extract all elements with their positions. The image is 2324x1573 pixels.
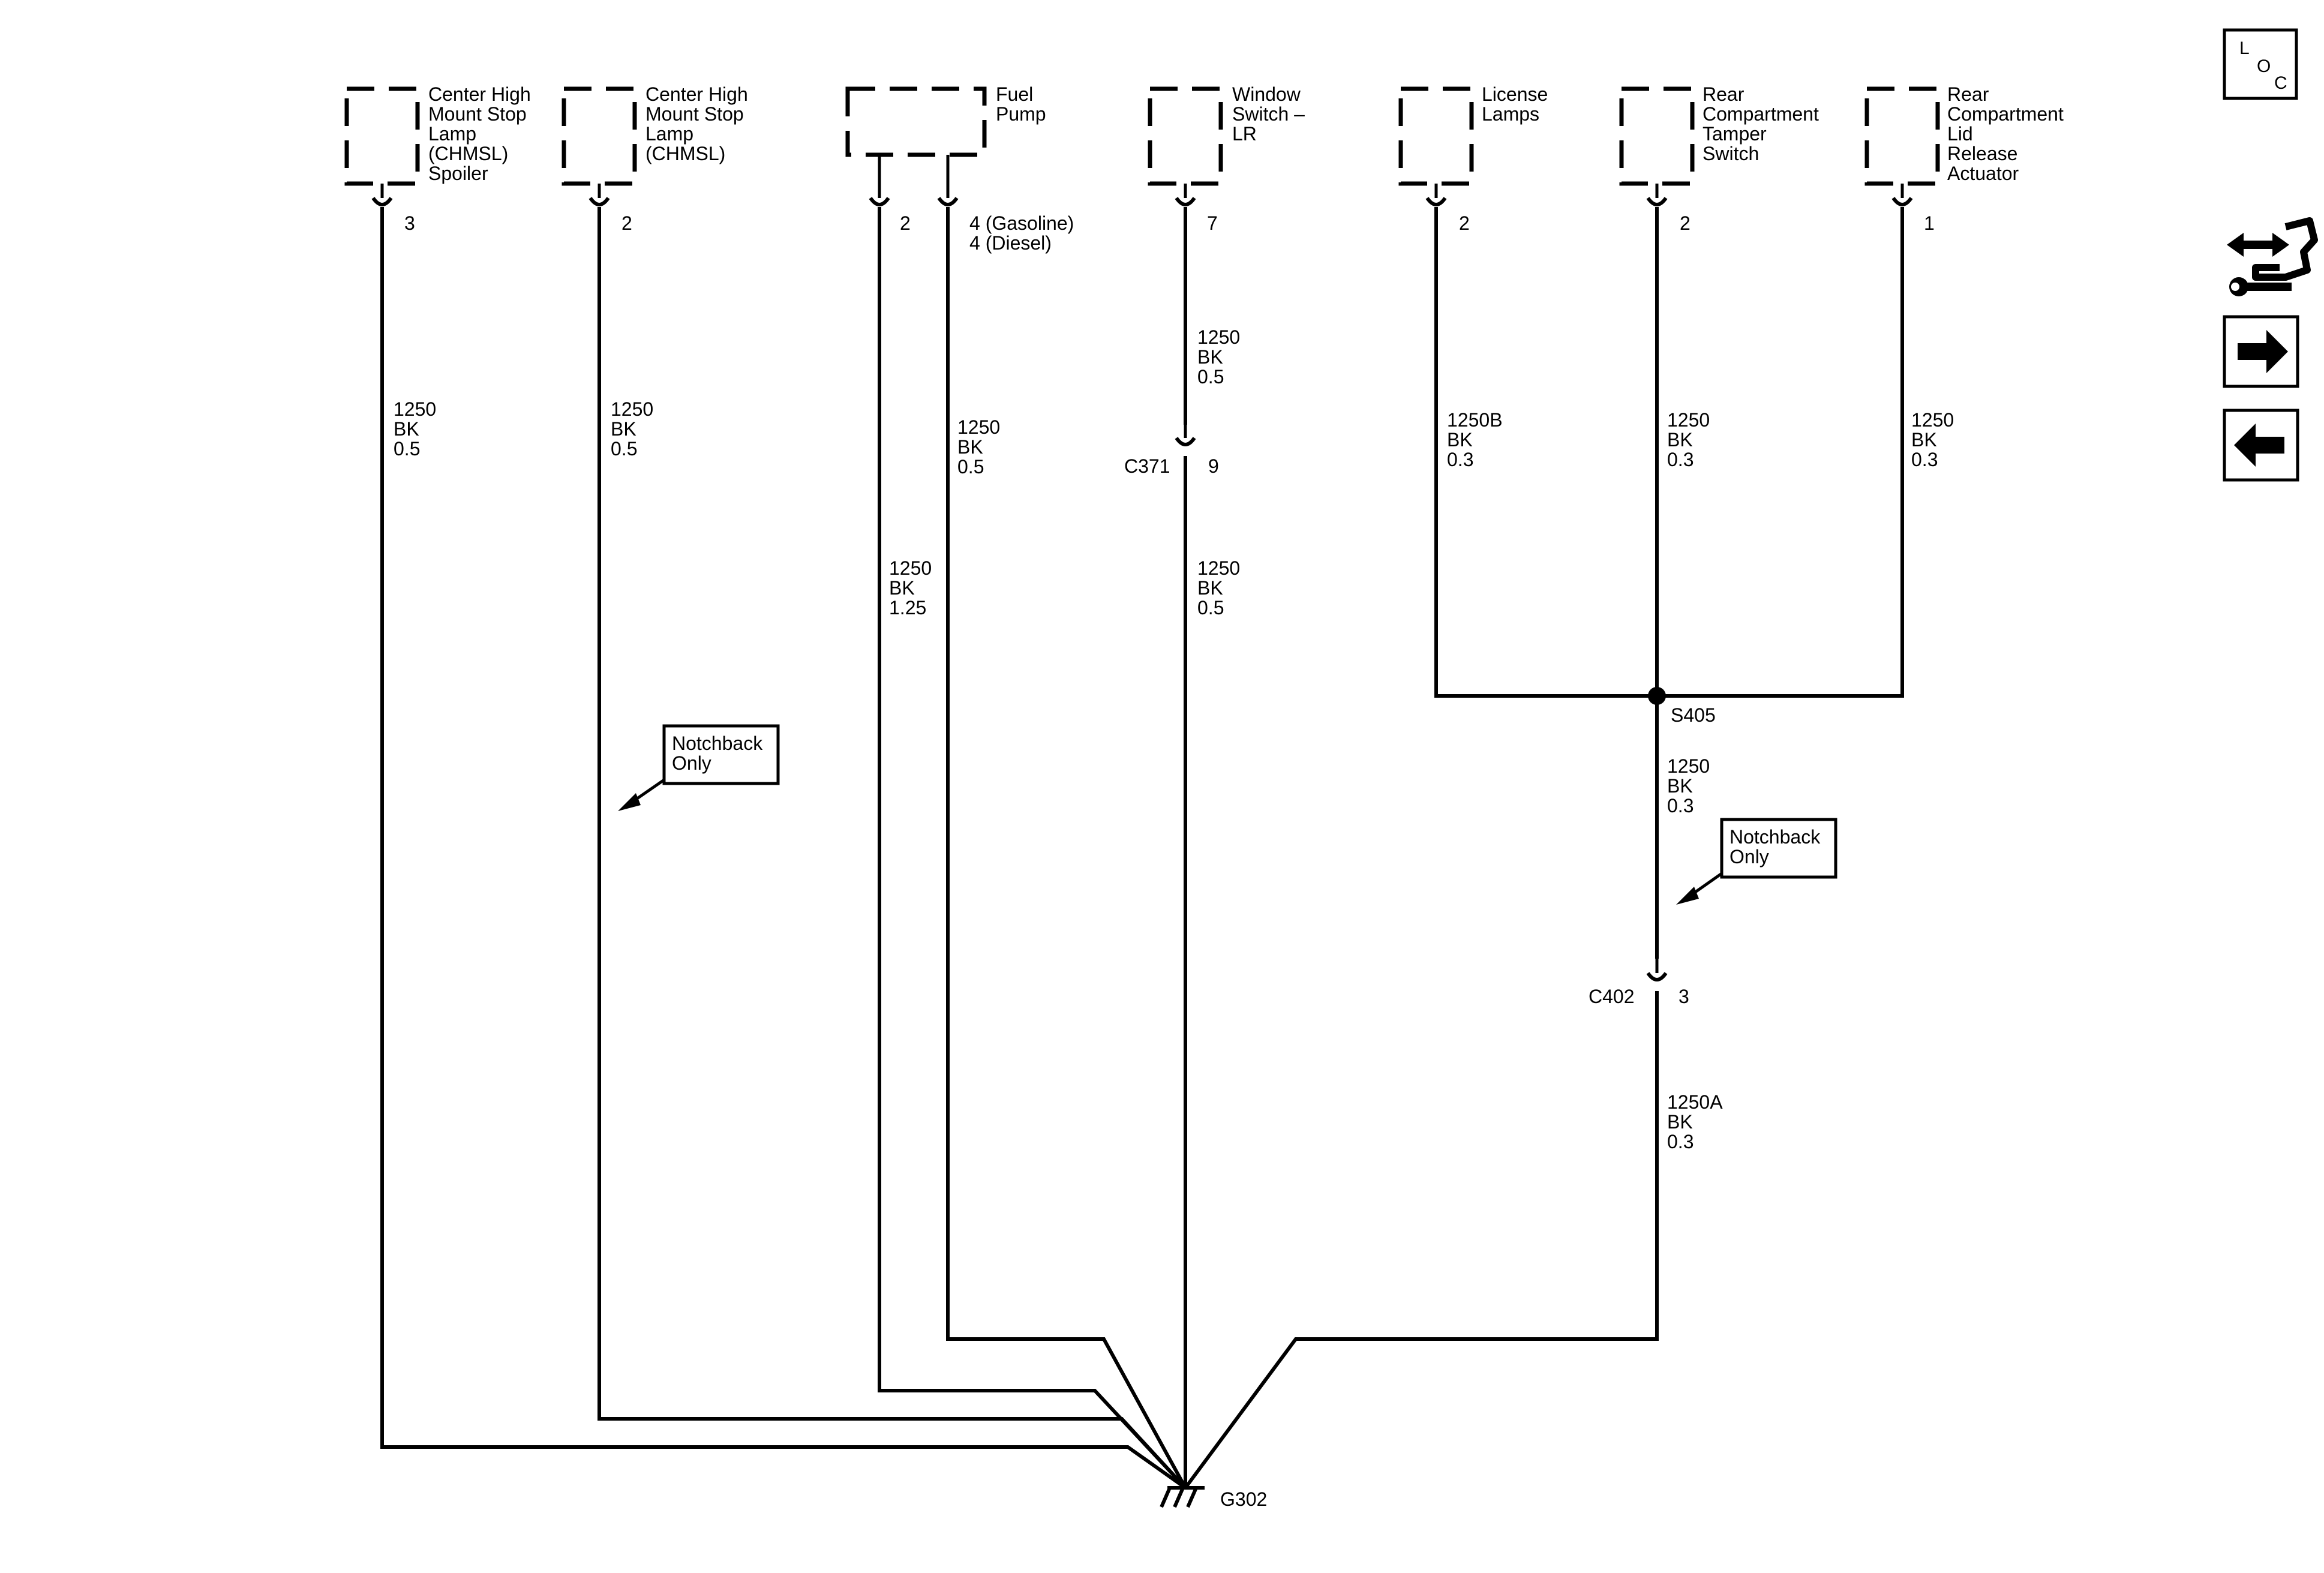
terminal-tamper-switch-2 xyxy=(1646,184,1668,206)
loc-icon[interactable]: L O C xyxy=(2223,28,2298,100)
wire-fuel-pump-2 xyxy=(878,207,1187,1490)
svg-text:C: C xyxy=(2274,73,2287,93)
terminal-chmsl-2 xyxy=(588,184,610,206)
terminal-fuel-pump-4 xyxy=(937,184,959,206)
wire-chmsl-spoiler xyxy=(380,207,1187,1490)
wire-fuel-pump-4 xyxy=(946,207,1187,1489)
wires xyxy=(380,207,1904,1490)
pin-number: 4 (Gasoline) xyxy=(969,212,1074,234)
pin-number: 3 xyxy=(404,212,415,234)
svg-text:L: L xyxy=(2239,38,2250,58)
pin-number: 1 xyxy=(1924,212,1935,234)
terminal-window-switch-7 xyxy=(1175,184,1196,206)
pin-number: 7 xyxy=(1207,212,1218,234)
fuel-pump-pin-stubs xyxy=(878,155,950,184)
terminal-chmsl-spoiler-3 xyxy=(371,184,393,206)
wire-license-lamps xyxy=(1434,207,1904,698)
pin-number: 2 xyxy=(621,212,632,234)
arrow-left-icon[interactable] xyxy=(2223,409,2299,482)
pin-number: 2 xyxy=(1459,212,1470,234)
svg-text:9: 9 xyxy=(1208,455,1219,477)
terminal-fuel-pump-2 xyxy=(869,184,890,206)
pin-terminals xyxy=(371,184,1913,206)
terminal-lid-actuator-1 xyxy=(1891,184,1913,206)
pin-number: 2 xyxy=(900,212,911,234)
connector-c402[interactable]: C402 3 xyxy=(1589,959,1689,1007)
arrow-right-icon[interactable] xyxy=(2223,315,2299,388)
terminal-license-lamps-2 xyxy=(1425,184,1447,206)
splice-s405[interactable]: S405 xyxy=(1648,687,1716,726)
svg-text:C371: C371 xyxy=(1124,455,1170,477)
svg-text:G302: G302 xyxy=(1220,1488,1267,1510)
svg-text:C402: C402 xyxy=(1589,986,1635,1007)
ground-g302[interactable]: G302 xyxy=(1160,1486,1267,1510)
svg-text:3: 3 xyxy=(1679,986,1689,1007)
wire-c402-down xyxy=(1184,991,1659,1489)
svg-text:S405: S405 xyxy=(1671,704,1716,726)
svg-text:O: O xyxy=(2257,56,2271,76)
harness-wrench-icon[interactable] xyxy=(2227,217,2318,296)
wire-chmsl xyxy=(597,207,1187,1490)
pin-numbers: 3 2 2 4 (Gasoline) 4 (Diesel) 7 2 2 1 xyxy=(404,212,1935,254)
pin-number: 2 xyxy=(1680,212,1691,234)
connector-c371[interactable]: C371 9 xyxy=(1124,425,1219,477)
pin-number: 4 (Diesel) xyxy=(969,232,1052,254)
